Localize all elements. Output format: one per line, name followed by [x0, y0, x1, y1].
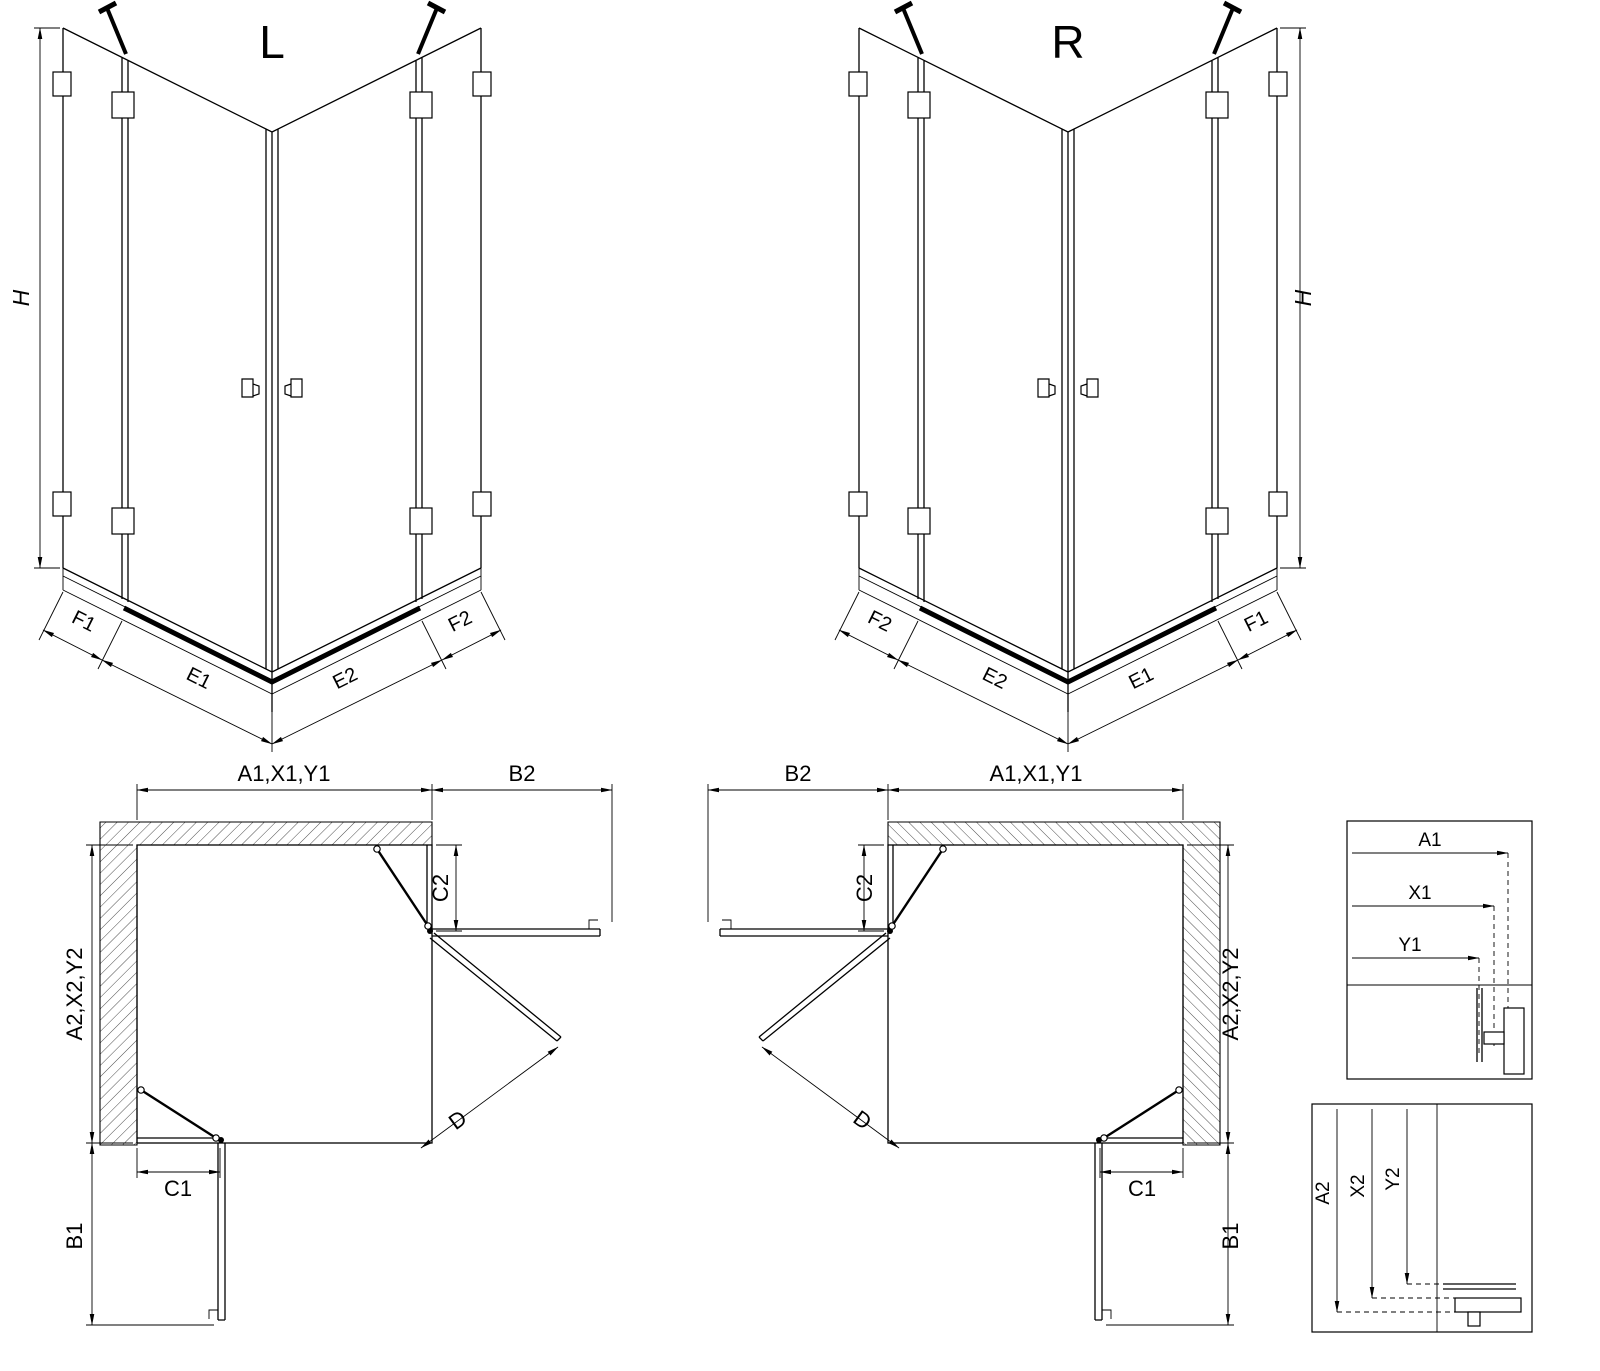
right-plan-dim-b1: B1: [1218, 1223, 1243, 1250]
detail-glass-section: [1443, 1283, 1516, 1290]
right-plan-dim-a1x1y1: A1,X1,Y1: [990, 761, 1083, 786]
right-unit-3d: R H F2 E2 E1 F1: [835, 3, 1316, 752]
detail-dim-x2: X2: [1348, 1174, 1369, 1197]
left-plan-dim-c1: C1: [164, 1176, 192, 1201]
right-plan-dim-c2: C2: [852, 874, 877, 902]
detail-profile-section: [1454, 1297, 1522, 1313]
right-unit-dim-e1: E1: [1125, 663, 1157, 694]
right-plan-dim-c1: C1: [1128, 1176, 1156, 1201]
right-unit-dim-f1: F1: [1241, 607, 1272, 637]
detail-projection-dashes: [1478, 853, 1509, 1056]
left-plan-dim-b1: B1: [62, 1223, 87, 1250]
detail-glass-section: [1476, 988, 1483, 1062]
right-plan: B2 A1,X1,Y1 C2 A2,X2,Y2 C1 B1 D: [708, 761, 1243, 1325]
right-plan-dim-b2: B2: [785, 761, 812, 786]
detail-dim-a1: A1: [1418, 830, 1441, 851]
left-plan-dim-d: D: [444, 1105, 472, 1135]
right-unit-dim-e2: E2: [979, 663, 1011, 694]
left-plan: A1,X1,Y1 B2 A2,X2,Y2 C2 C1 B1 D: [62, 761, 612, 1325]
right-unit-3d-geometry: [835, 3, 1306, 752]
right-plan-geometry: [708, 784, 1234, 1325]
left-unit-3d: L H F1 E1 E2 F2: [8, 3, 505, 752]
detail-dim-y2: Y2: [1383, 1167, 1404, 1190]
left-plan-dim-a2x2y2: A2,X2,Y2: [62, 948, 87, 1041]
right-plan-dim-d: D: [849, 1105, 877, 1135]
right-plan-dim-a2x2y2: A2,X2,Y2: [1218, 948, 1243, 1041]
detail-dim-x1: X1: [1408, 883, 1431, 904]
detail-bracket-section: [1467, 1311, 1481, 1327]
left-plan-dim-b2: B2: [509, 761, 536, 786]
left-plan-dim-c2: C2: [428, 874, 453, 902]
left-unit-dim-f2: F2: [445, 607, 476, 637]
detail-profile-section: [1503, 1007, 1525, 1075]
left-unit-height-label: H: [8, 289, 34, 306]
left-unit-title: L: [259, 16, 285, 68]
detail-dim-a2: A2: [1313, 1181, 1334, 1204]
detail-depth-chain: A2 X2 Y2: [1311, 1103, 1533, 1333]
detail-width-chain: A1 X1 Y1: [1346, 820, 1533, 1080]
detail-bracket-section: [1483, 1031, 1505, 1045]
right-unit-height-label: H: [1290, 289, 1316, 306]
right-unit-title: R: [1051, 16, 1084, 68]
left-unit-dim-f1: F1: [68, 607, 99, 637]
left-unit-3d-geometry: [34, 3, 505, 752]
detail-box-frame: [1346, 820, 1533, 1080]
detail-dim-y1: Y1: [1398, 935, 1421, 956]
detail-box-frame: [1311, 1103, 1533, 1333]
left-plan-dim-a1x1y1: A1,X1,Y1: [238, 761, 331, 786]
left-unit-dim-e1: E1: [183, 663, 215, 694]
left-unit-dim-e2: E2: [329, 663, 361, 694]
left-plan-geometry: [86, 784, 612, 1325]
right-unit-dim-f2: F2: [864, 607, 895, 637]
